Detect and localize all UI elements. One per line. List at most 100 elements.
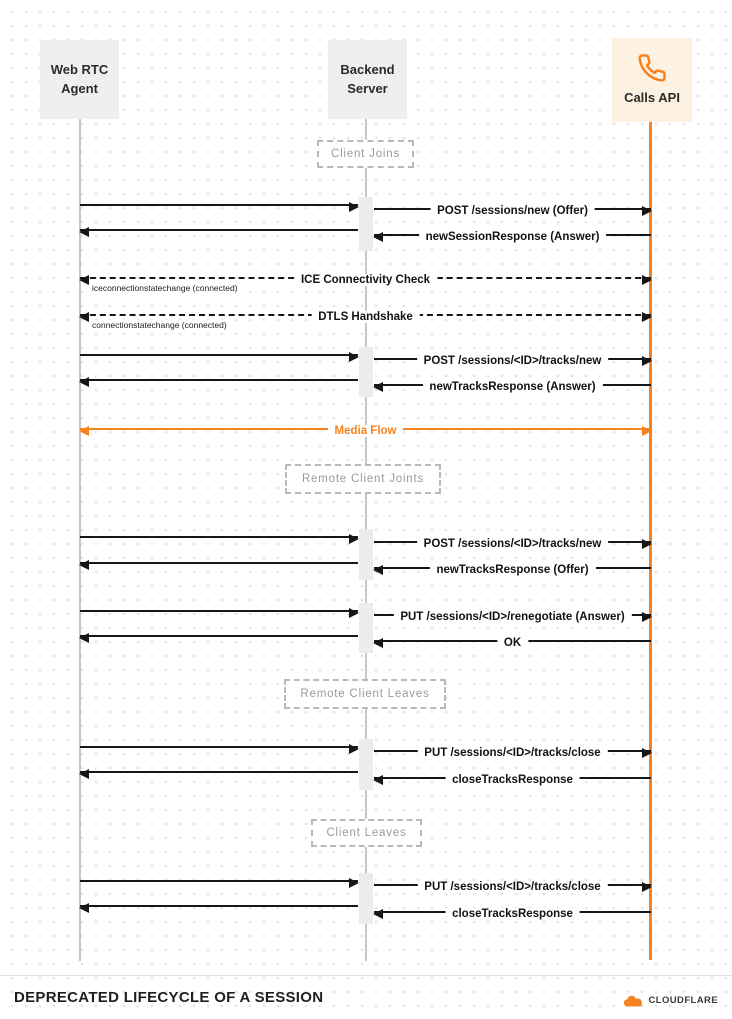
- activation-bar: [359, 873, 373, 924]
- message-label: PUT /sessions/<ID>/tracks/close: [417, 747, 608, 759]
- arrowhead-left-icon: [79, 227, 89, 237]
- arrowhead-right-icon: [642, 312, 652, 322]
- arrowhead-left-icon: [79, 377, 89, 387]
- arrowhead-left-icon: [373, 565, 383, 575]
- message-label: closeTracksResponse: [445, 774, 580, 786]
- arrowhead-left-icon: [79, 275, 89, 285]
- diagram-title: DEPRECATED LIFECYCLE OF A SESSION: [14, 989, 324, 1006]
- arrow-req3-left: [80, 534, 359, 544]
- arrowhead-right-icon: [642, 206, 652, 216]
- footer-divider: [0, 975, 732, 976]
- message-label: closeTracksResponse: [445, 908, 580, 920]
- arrowhead-right-icon: [349, 608, 359, 618]
- arrowhead-right-icon: [642, 748, 652, 758]
- actor-web-rtc-agent: Web RTC Agent: [40, 40, 119, 119]
- arrow-resp1-left: [79, 227, 358, 237]
- arrow-req5-right: PUT /sessions/<ID>/tracks/close: [374, 747, 652, 759]
- arrowhead-left-icon: [373, 638, 383, 648]
- arrowhead-right-icon: [349, 534, 359, 544]
- actor-backend-server-label-line2: Server: [347, 80, 388, 96]
- message-label: POST /sessions/new (Offer): [430, 205, 595, 217]
- arrow-ice-check: ICE Connectivity Check iceconnectionstat…: [79, 274, 652, 293]
- actor-web-rtc-agent-label-line2: Agent: [61, 80, 98, 96]
- message-label: DTLS Handshake: [311, 311, 420, 323]
- actor-backend-server: Backend Server: [328, 40, 407, 119]
- event-note: iceconnectionstatechange (connected): [90, 283, 240, 293]
- arrowhead-right-icon: [642, 539, 652, 549]
- arrowhead-left-icon: [373, 775, 383, 785]
- arrow-resp4-left: [79, 633, 358, 643]
- message-label: newSessionResponse (Answer): [418, 231, 607, 243]
- actor-calls-api: Calls API: [612, 38, 692, 122]
- arrowhead-left-icon: [373, 232, 383, 242]
- message-label: newTracksResponse (Offer): [429, 564, 596, 576]
- arrowhead-right-icon: [642, 356, 652, 366]
- message-label: ICE Connectivity Check: [293, 274, 438, 286]
- activation-bar: [359, 529, 373, 580]
- arrowhead-right-icon: [349, 352, 359, 362]
- activation-bar: [359, 603, 373, 653]
- cloudflare-logo: CLOUDFLARE: [623, 994, 718, 1007]
- activation-bar: [359, 739, 373, 790]
- arrowhead-right-icon: [349, 744, 359, 754]
- arrow-req1-left: [80, 202, 359, 212]
- section-remote-client-leaves: Remote Client Leaves: [284, 679, 446, 709]
- arrowhead-left-icon: [79, 560, 89, 570]
- actor-web-rtc-agent-label-line1: Web RTC: [50, 62, 109, 78]
- phone-icon: [638, 54, 666, 82]
- cloudflare-wordmark: CLOUDFLARE: [648, 995, 718, 1006]
- section-remote-client-joints: Remote Client Joints: [285, 464, 441, 494]
- message-label: POST /sessions/<ID>/tracks/new: [416, 538, 609, 550]
- arrow-resp6-left: [79, 903, 358, 913]
- actor-backend-server-label-line1: Backend: [340, 62, 395, 78]
- arrow-req1-right: POST /sessions/new (Offer): [374, 205, 652, 217]
- arrow-resp1-right: newSessionResponse (Answer): [373, 231, 651, 243]
- message-label: PUT /sessions/<ID>/tracks/close: [417, 881, 608, 893]
- arrowhead-left-icon: [79, 769, 89, 779]
- arrow-req2-left: [80, 352, 359, 362]
- arrow-media-flow: Media Flow: [79, 425, 652, 437]
- message-label: newTracksResponse (Answer): [422, 381, 603, 393]
- section-label: Client Joins: [330, 148, 401, 160]
- activation-bar: [359, 197, 373, 251]
- arrowhead-left-icon: [79, 633, 89, 643]
- arrow-req6-right: PUT /sessions/<ID>/tracks/close: [374, 881, 652, 893]
- message-label: OK: [496, 637, 529, 649]
- activation-bar: [359, 347, 373, 397]
- arrow-resp6-right: closeTracksResponse: [373, 908, 651, 920]
- message-label: POST /sessions/<ID>/tracks/new: [416, 355, 609, 367]
- arrow-resp4-right: OK: [373, 637, 651, 649]
- message-label: Media Flow: [327, 425, 404, 437]
- arrowhead-right-icon: [642, 882, 652, 892]
- arrowhead-left-icon: [373, 909, 383, 919]
- event-note: connectionstatechange (connected): [90, 320, 229, 330]
- section-label: Remote Client Leaves: [300, 688, 430, 700]
- cloudflare-cloud-icon: [623, 995, 642, 1007]
- arrowhead-left-icon: [79, 312, 89, 322]
- arrowhead-right-icon: [642, 426, 652, 436]
- arrow-req2-right: POST /sessions/<ID>/tracks/new: [374, 355, 652, 367]
- arrowhead-left-icon: [79, 426, 89, 436]
- section-client-joins: Client Joins: [317, 140, 414, 168]
- arrow-req4-left: [80, 608, 359, 618]
- arrow-resp3-right: newTracksResponse (Offer): [373, 564, 651, 576]
- arrow-resp5-left: [79, 769, 358, 779]
- arrow-dtls-handshake: DTLS Handshake connectionstatechange (co…: [79, 311, 652, 330]
- arrow-req4-right: PUT /sessions/<ID>/renegotiate (Answer): [374, 611, 652, 623]
- arrow-req3-right: POST /sessions/<ID>/tracks/new: [374, 538, 652, 550]
- message-label: PUT /sessions/<ID>/renegotiate (Answer): [393, 611, 632, 623]
- section-label: Client Leaves: [326, 827, 407, 839]
- arrow-resp2-right: newTracksResponse (Answer): [373, 381, 651, 393]
- arrowhead-left-icon: [79, 903, 89, 913]
- section-client-leaves: Client Leaves: [311, 819, 422, 847]
- arrow-resp2-left: [79, 377, 358, 387]
- section-label: Remote Client Joints: [301, 473, 425, 485]
- actor-calls-api-label: Calls API: [624, 89, 680, 105]
- arrow-req5-left: [80, 744, 359, 754]
- arrow-resp5-right: closeTracksResponse: [373, 774, 651, 786]
- arrow-req6-left: [80, 878, 359, 888]
- arrow-resp3-left: [79, 560, 358, 570]
- arrowhead-right-icon: [349, 202, 359, 212]
- arrowhead-right-icon: [642, 275, 652, 285]
